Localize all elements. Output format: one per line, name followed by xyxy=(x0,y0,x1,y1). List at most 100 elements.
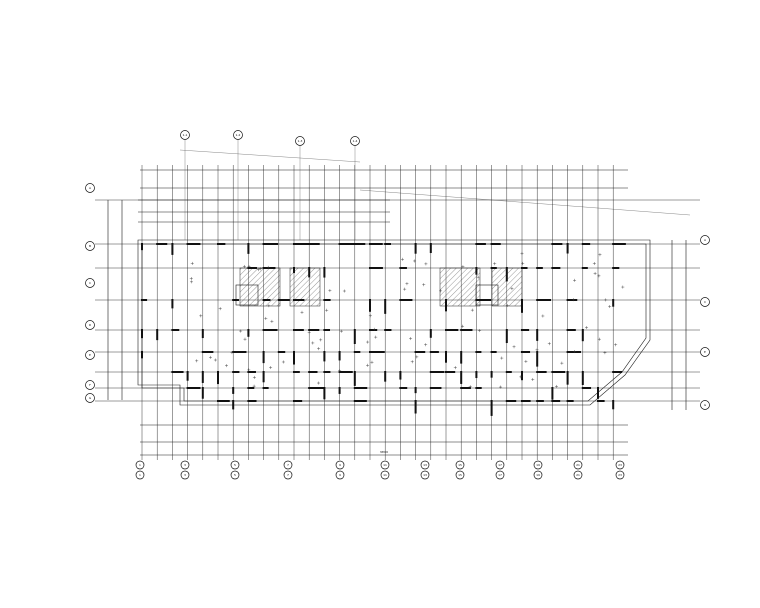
slab-cross-mark xyxy=(524,359,528,363)
axis-bubble-label: 9 xyxy=(339,473,341,477)
wall-segment xyxy=(460,329,473,331)
slab-cross-mark xyxy=(461,324,465,328)
axis-bubble-circle xyxy=(85,183,95,193)
wall-segment xyxy=(490,351,497,353)
axis-bubble: 3 xyxy=(180,460,190,470)
wall-segment xyxy=(369,329,378,331)
slab-cross-mark xyxy=(403,287,407,291)
axis-bubble: 19 xyxy=(533,460,543,470)
slab-cross-mark xyxy=(573,350,577,354)
wall-segment xyxy=(475,299,492,301)
wall-segment xyxy=(612,299,615,307)
axis-bubble: 15 xyxy=(455,460,465,470)
wall-segment xyxy=(171,329,180,331)
wall-segment xyxy=(566,243,569,254)
slab-cross-mark xyxy=(510,287,514,291)
slab-cross-mark xyxy=(311,341,315,345)
wall-segment xyxy=(141,329,143,339)
axis-bubble-label: G xyxy=(704,403,707,407)
wall-segment xyxy=(521,351,531,353)
wall-segment xyxy=(536,371,547,373)
wall-segment xyxy=(247,243,250,254)
axis-bubble-label: 1-3 xyxy=(298,139,303,143)
slab-cross-mark xyxy=(531,377,535,381)
axis-bubble: C xyxy=(700,297,710,307)
wall-segment xyxy=(414,243,417,254)
axis-bubble-circle xyxy=(85,380,95,390)
slab-cross-mark xyxy=(189,277,193,281)
wall-segment xyxy=(475,371,478,379)
axis-bubble: 1-1 xyxy=(180,130,190,140)
axis-bubble-label: 5 xyxy=(234,473,236,477)
slab-cross-mark xyxy=(269,366,273,370)
wall-segment xyxy=(414,351,426,353)
axis-bubble-label: 23 xyxy=(618,463,622,467)
slab-cross-mark xyxy=(424,262,428,266)
wall-segment xyxy=(293,243,309,245)
slab-cross-mark xyxy=(372,327,376,331)
wall-segment xyxy=(429,387,442,389)
wall-segment xyxy=(338,243,355,245)
wall-segment xyxy=(262,371,265,383)
axis-bubble-circle xyxy=(85,350,95,360)
wall-segment xyxy=(612,371,623,373)
slab-cross-mark xyxy=(317,347,321,351)
axis-bubble-label: F xyxy=(89,383,91,387)
wall-segment xyxy=(277,299,290,301)
slab-cross-mark xyxy=(317,381,321,385)
axis-bubble: A xyxy=(85,183,95,193)
axis-bubble-label: 13 xyxy=(423,473,427,477)
wall-segment xyxy=(490,400,493,416)
axis-bubble-circle xyxy=(380,470,390,480)
wall-segment xyxy=(612,243,626,245)
axis-bubble-circle xyxy=(85,393,95,403)
slab-cross-mark xyxy=(512,345,516,349)
slab-cross-mark xyxy=(252,384,256,388)
slab-cross-mark xyxy=(338,369,342,373)
axis-bubble-label: 11 xyxy=(383,463,387,467)
top-dimension-lines xyxy=(140,149,691,216)
slab-cross-mark xyxy=(405,282,409,286)
wall-segment xyxy=(353,243,366,245)
slab-cross-mark xyxy=(239,329,243,333)
wall-segment xyxy=(232,400,235,410)
axis-bubble-circle xyxy=(135,460,145,470)
wall-segment xyxy=(521,299,523,313)
axis-bubble-circle xyxy=(283,470,293,480)
slab-cross-mark xyxy=(573,278,577,282)
wall-segment xyxy=(262,243,278,245)
axis-bubble: 17 xyxy=(495,470,505,480)
wall-segment xyxy=(581,371,584,385)
wall-segment xyxy=(353,400,367,402)
wall-segment xyxy=(429,243,432,254)
wall-segment xyxy=(566,400,574,402)
axis-bubble-label: A xyxy=(89,186,92,190)
slab-cross-mark xyxy=(342,289,346,293)
wall-segment xyxy=(293,299,305,301)
slab-cross-mark xyxy=(252,375,256,379)
grid-lines xyxy=(95,165,700,460)
axis-bubble-label: 15 xyxy=(458,463,462,467)
wall-segment xyxy=(581,267,588,269)
axis-bubble-label: 1-1 xyxy=(183,133,188,137)
slab-cross-mark xyxy=(598,253,602,257)
axis-bubble-circle xyxy=(180,460,190,470)
axis-bubble-label: 3 xyxy=(184,463,186,467)
axis-bubble-circle xyxy=(230,470,240,480)
wall-segment xyxy=(141,243,143,251)
slab-cross-mark xyxy=(499,385,503,389)
slab-cross-mark xyxy=(328,289,332,293)
slab-cross-mark xyxy=(415,355,419,359)
axis-bubble-circle xyxy=(420,470,430,480)
axis-bubble-label: 7 xyxy=(287,473,289,477)
slab-cross-mark xyxy=(520,251,524,255)
axis-bubble-label: 7 xyxy=(287,463,289,467)
axis-bubble-circle xyxy=(700,235,710,245)
wall-segment xyxy=(536,267,543,269)
wall-segment xyxy=(171,243,174,255)
axis-bubble-label: 17 xyxy=(498,473,502,477)
axis-bubble: 1-4 xyxy=(350,136,360,146)
wall-segment xyxy=(384,299,387,314)
axis-bubble-label: 13 xyxy=(423,463,427,467)
slab-cross-mark xyxy=(572,298,576,302)
